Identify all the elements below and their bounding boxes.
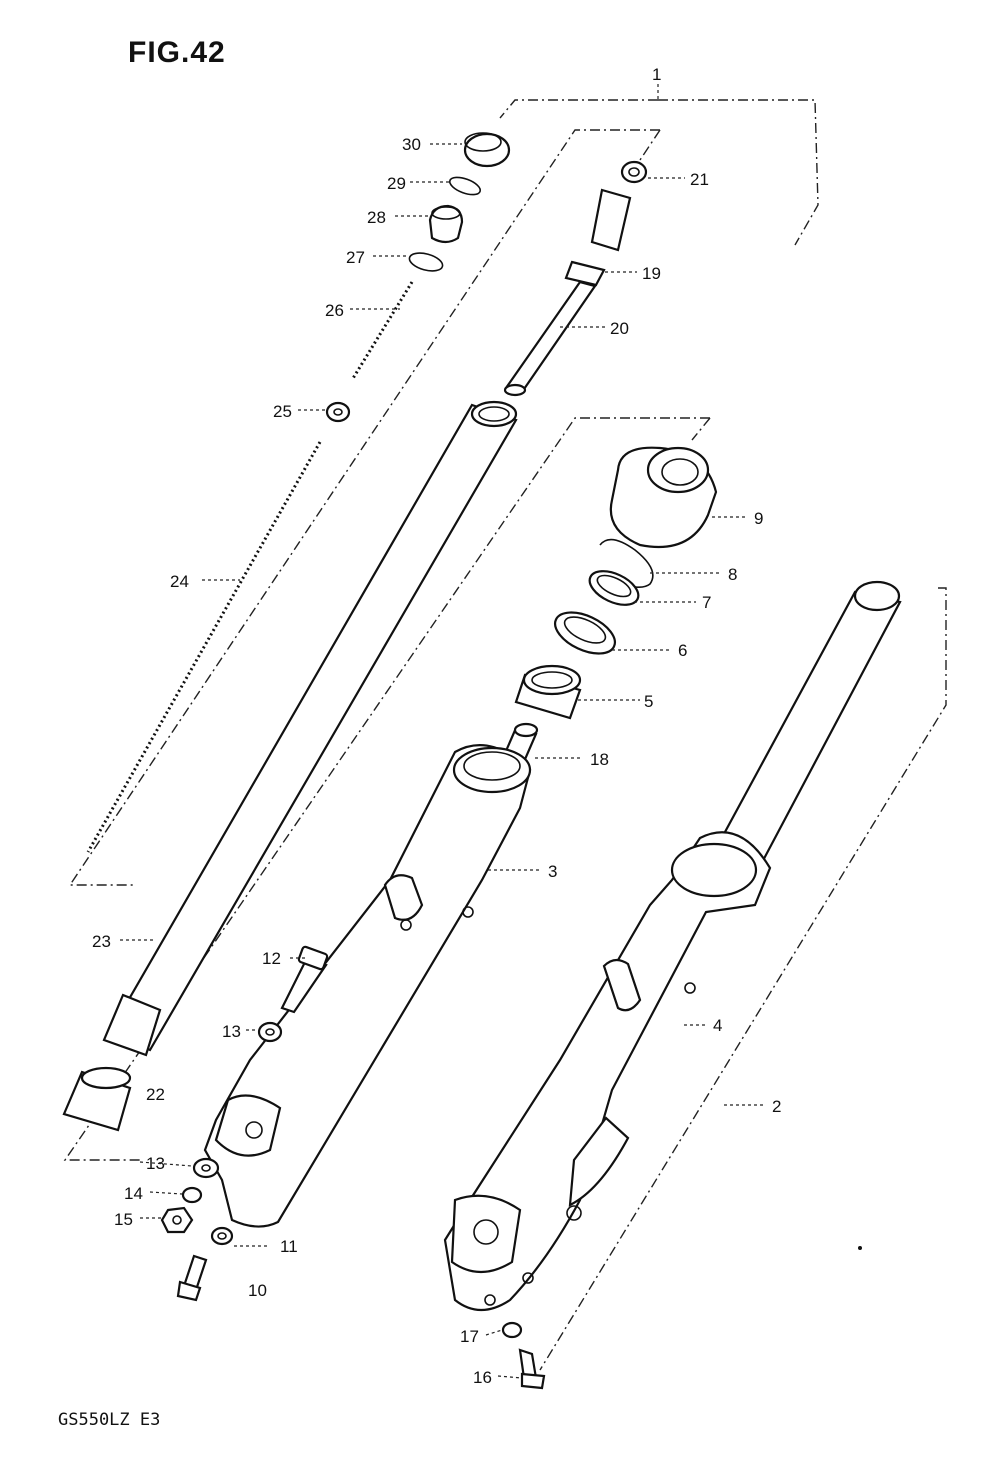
callout-3: 3 xyxy=(548,862,557,881)
retaining-ring xyxy=(588,570,640,606)
callout-29: 29 xyxy=(387,174,406,193)
stray-dot xyxy=(858,1246,862,1250)
callout-23: 23 xyxy=(92,932,111,951)
damper-rod xyxy=(503,160,648,397)
model-code: GS550LZ E3 xyxy=(58,1410,161,1430)
callout-4: 4 xyxy=(713,1016,722,1035)
washer-upper xyxy=(257,1021,283,1043)
left-outer-tube xyxy=(203,744,532,1228)
nut xyxy=(160,1206,194,1234)
drain-bolt-10 xyxy=(176,1254,208,1302)
callout-26: 26 xyxy=(325,301,344,320)
callout-13-upper: 13 xyxy=(222,1022,241,1041)
callout-7: 7 xyxy=(702,593,711,612)
short-spring xyxy=(350,281,414,381)
assembly-brackets xyxy=(63,84,947,1371)
washer-lower xyxy=(192,1157,220,1179)
callout-25: 25 xyxy=(273,402,292,421)
callout-11: 11 xyxy=(280,1237,298,1256)
circlip xyxy=(448,176,482,196)
oil-seal xyxy=(554,611,616,655)
figure-title: FIG.42 xyxy=(128,36,226,69)
callout-5: 5 xyxy=(644,692,653,711)
callout-24: 24 xyxy=(170,572,189,591)
o-ring xyxy=(408,252,444,272)
main-fork-spring xyxy=(86,441,322,853)
callout-10: 10 xyxy=(248,1281,267,1300)
gasket-11 xyxy=(210,1226,234,1246)
callout-17: 17 xyxy=(460,1327,479,1346)
slide-bushing xyxy=(62,1066,132,1132)
callout-18: 18 xyxy=(590,750,609,769)
spring-washer-14 xyxy=(181,1186,203,1204)
leader-lines xyxy=(120,143,766,1379)
spring-washer xyxy=(325,401,351,423)
callout-1: 1 xyxy=(652,65,661,84)
callout-6: 6 xyxy=(678,641,687,660)
guide-bushing xyxy=(514,664,582,720)
callout-21: 21 xyxy=(690,170,709,189)
inner-fork-tube xyxy=(102,400,518,1057)
callout-labels: 1 2 3 4 5 6 7 8 9 10 11 12 13 13 14 15 1… xyxy=(92,65,781,1387)
callout-8: 8 xyxy=(728,565,737,584)
callout-14: 14 xyxy=(124,1184,143,1203)
callout-30: 30 xyxy=(402,135,421,154)
callout-22: 22 xyxy=(146,1085,165,1104)
drain-screw-16 xyxy=(518,1348,546,1390)
callout-27: 27 xyxy=(346,248,365,267)
callout-16: 16 xyxy=(473,1368,492,1387)
cap-bolt xyxy=(428,204,464,244)
callout-28: 28 xyxy=(367,208,386,227)
callout-12: 12 xyxy=(262,949,281,968)
axle-clamp-bolt xyxy=(280,945,329,1014)
callout-2: 2 xyxy=(772,1097,781,1116)
dust-boot xyxy=(609,446,718,549)
callout-15: 15 xyxy=(114,1210,133,1229)
fork-cap xyxy=(463,132,511,168)
callout-13-lower: 13 xyxy=(146,1154,165,1173)
callout-9: 9 xyxy=(754,509,763,528)
callout-20: 20 xyxy=(610,319,629,338)
gasket-17 xyxy=(501,1321,523,1339)
callout-19: 19 xyxy=(642,264,661,283)
right-outer-tube xyxy=(443,831,772,1312)
